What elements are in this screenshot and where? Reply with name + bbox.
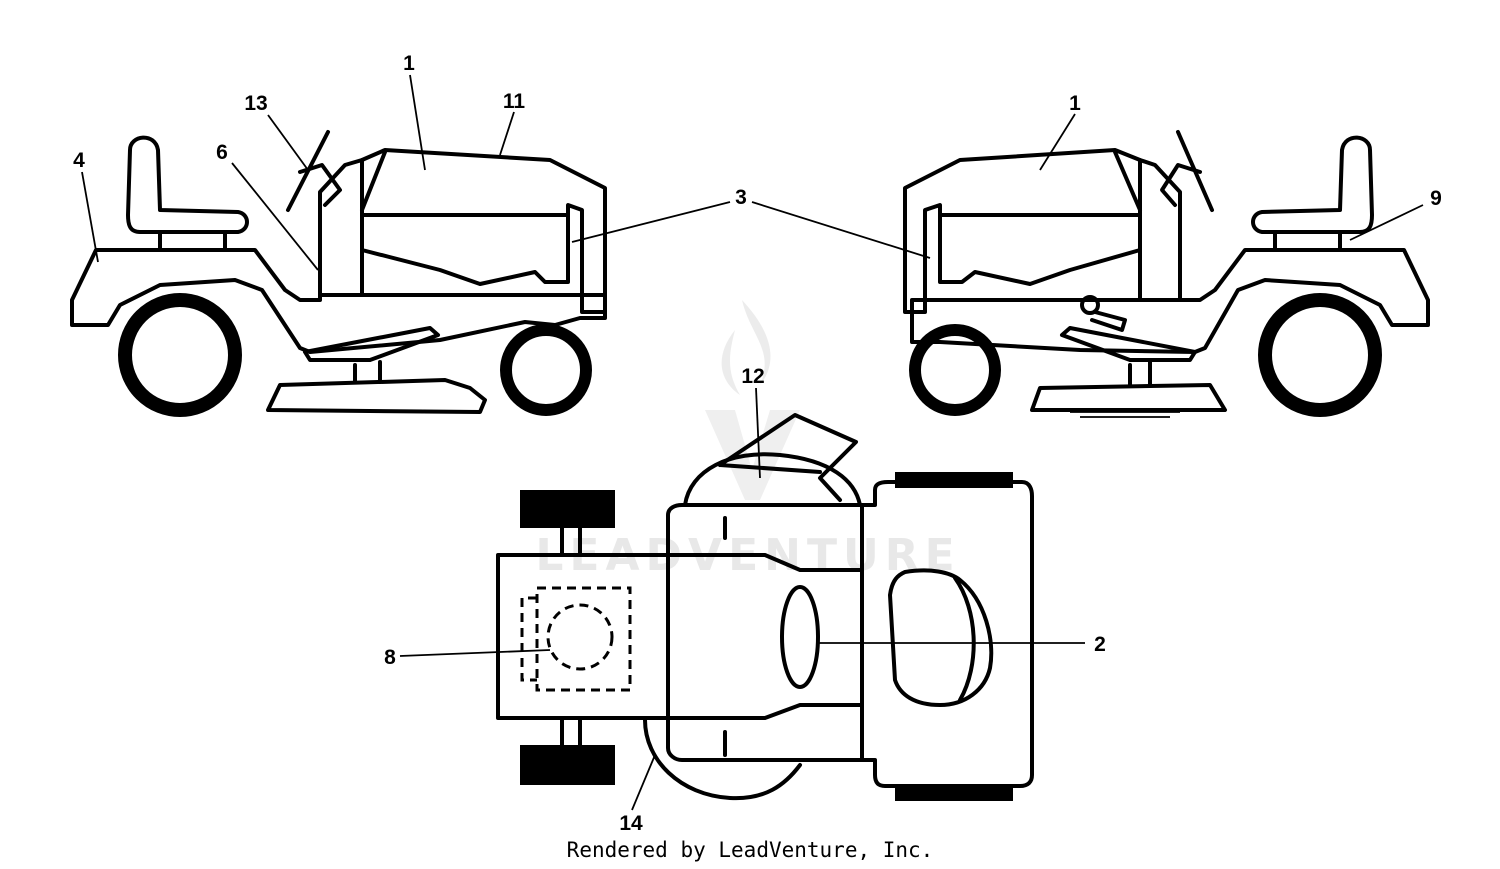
- front-tire-bottom: [895, 785, 1013, 801]
- callout-14: 14: [619, 812, 643, 835]
- render-credit: Rendered by LeadVenture, Inc.: [567, 838, 934, 862]
- watermark: LEADVENTURE: [535, 300, 955, 581]
- tractor-right-view: [903, 130, 1430, 418]
- rear-tire-bottom: [520, 745, 615, 785]
- callout-11: 11: [503, 90, 526, 113]
- callout-13: 13: [244, 92, 267, 115]
- tractor-left-view: [70, 130, 607, 417]
- callout-9: 9: [1430, 187, 1442, 210]
- callout-3: 3: [735, 186, 747, 209]
- callout-labels: 1 11 13 4 6 3 1 9 12 8 2 14: [73, 52, 1442, 835]
- leader-lines: [81, 74, 1424, 811]
- callout-6: 6: [216, 141, 228, 164]
- tractor-top-view: [496, 413, 1034, 801]
- rear-tire-top: [520, 490, 615, 528]
- flame-logo-icon: [721, 300, 771, 395]
- callout-4: 4: [73, 149, 85, 172]
- v-logo-icon: [705, 410, 800, 500]
- callout-12: 12: [741, 365, 764, 388]
- callout-1-left: 1: [403, 52, 415, 75]
- callout-2: 2: [1094, 633, 1106, 656]
- callout-1-right: 1: [1069, 92, 1081, 115]
- callout-8: 8: [384, 646, 396, 669]
